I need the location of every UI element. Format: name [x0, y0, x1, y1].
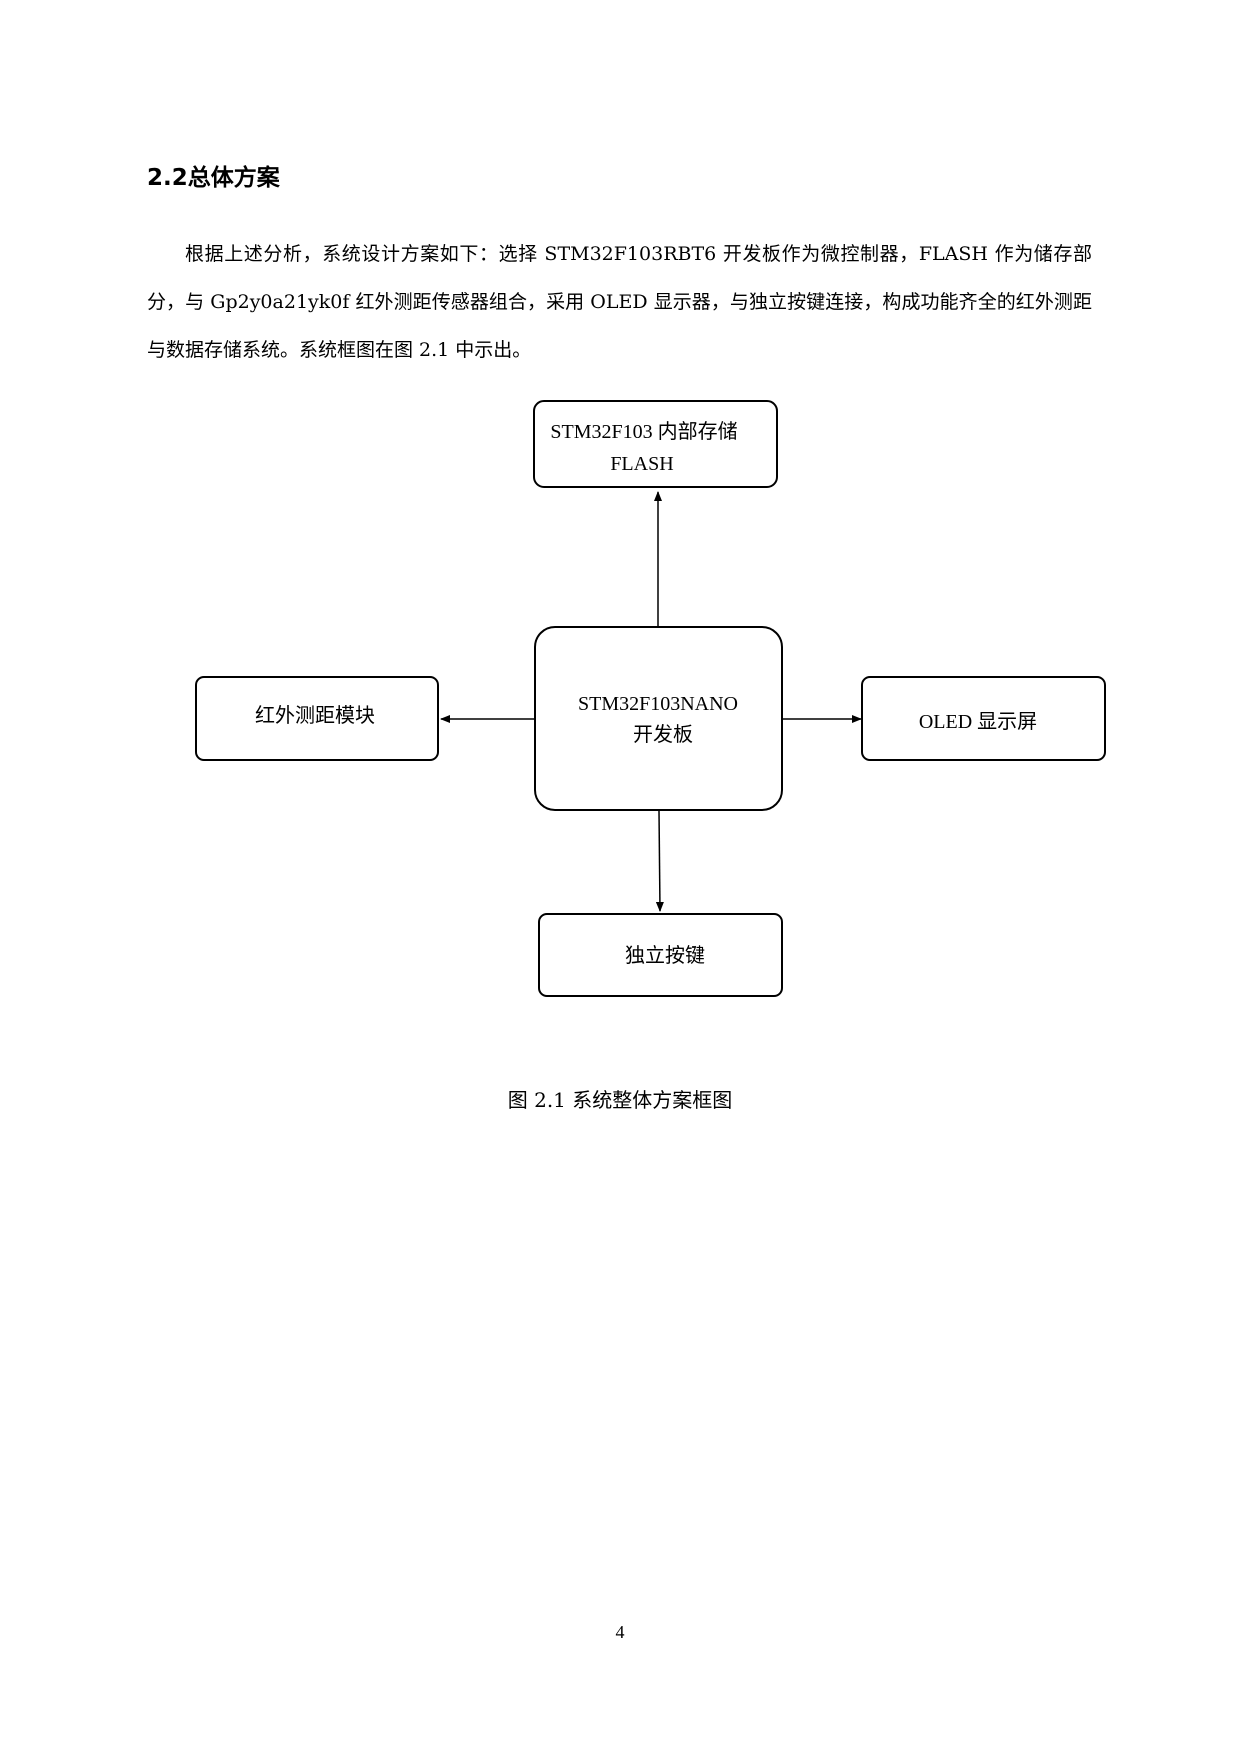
arrow-center-to-bottom: [655, 810, 664, 912]
right-block: OLED 显示屏: [861, 676, 1106, 761]
left-block-label: 红外测距模块: [255, 704, 375, 727]
center-block-line2: 开发板: [633, 723, 693, 746]
body-paragraph: 根据上述分析，系统设计方案如下：选择 STM32F103RBT6 开发板作为微控…: [147, 243, 1092, 361]
section-heading: 2.2总体方案: [147, 165, 280, 191]
bottom-block-label: 独立按键: [625, 944, 705, 967]
center-block: STM32F103NANO 开发板: [534, 626, 783, 811]
page-number: 4: [615, 1622, 625, 1642]
figure-caption: 图 2.1 系统整体方案框图: [507, 1088, 733, 1112]
top-block: STM32F103 内部存储 FLASH: [533, 400, 778, 488]
right-block-label: OLED 显示屏: [919, 711, 1037, 733]
left-block: 红外测距模块: [195, 676, 439, 761]
bottom-block: 独立按键: [538, 913, 783, 997]
top-block-line2: FLASH: [610, 453, 673, 475]
center-block-line1: STM32F103NANO: [578, 693, 738, 715]
top-block-line1: STM32F103 内部存储: [550, 420, 737, 443]
